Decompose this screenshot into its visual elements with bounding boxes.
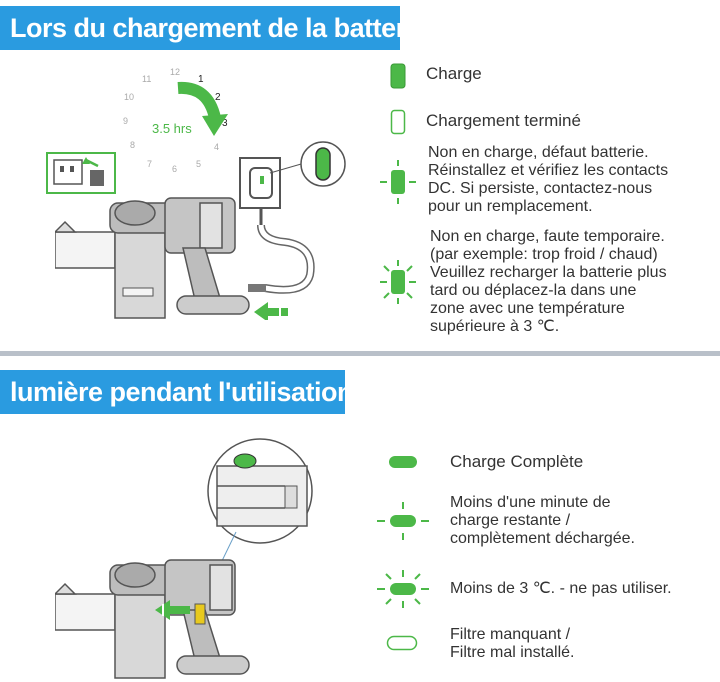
vacuum-illustration-charging	[55, 197, 250, 319]
clock-number: 3	[222, 118, 228, 129]
rapid-flashing-bar-icon	[378, 258, 418, 311]
section-separator	[0, 351, 720, 356]
battery-zoom-illustration	[207, 438, 313, 544]
legend-text: Moins d'une minute de charge restante / …	[450, 494, 635, 547]
solid-bar-icon	[390, 63, 406, 94]
legend-text: Charge	[426, 64, 482, 83]
clock-number: 9	[123, 116, 128, 126]
legend-text: Moins de 3 ℃. - ne pas utiliser.	[450, 580, 672, 597]
clock-number: 1	[198, 74, 204, 85]
clock-number: 5	[196, 159, 201, 169]
legend-text: Non en charge, défaut batterie. Réinstal…	[428, 144, 669, 215]
solid-pill-icon	[388, 454, 418, 475]
usage-section-title: lumière pendant l'utilisation	[0, 370, 353, 414]
outline-bar-icon	[390, 109, 406, 140]
legend-text: Chargement terminé	[426, 111, 581, 130]
wall-socket-illustration	[46, 152, 116, 194]
clock-number: 8	[130, 140, 135, 150]
clock-arrow-icon	[177, 81, 221, 120]
legend-text: Non en charge, faute temporaire. (par ex…	[430, 228, 667, 335]
clock-number: 11	[142, 74, 151, 84]
clock-number: 7	[147, 159, 152, 169]
charging-section-title: Lors du chargement de la batterie	[0, 6, 428, 50]
flashing-bar-icon	[378, 158, 418, 211]
clock-number: 4	[214, 142, 219, 152]
flashing-pill-icon	[376, 500, 430, 547]
legend-text: Charge Complète	[450, 452, 584, 471]
clock-number: 2	[215, 92, 221, 103]
charge-duration-label: 3.5 hrs	[152, 121, 192, 136]
vacuum-illustration-usage	[55, 559, 250, 679]
charge-time-clock: 12 1 2 3 4 5 6 7 8 9 10 11 3.5 hrs	[123, 67, 228, 174]
clock-number: 12	[170, 67, 180, 77]
charger-illustration	[239, 141, 346, 320]
outline-pill-icon	[386, 634, 418, 657]
clock-number: 10	[124, 92, 134, 102]
legend-text: Filtre manquant / Filtre mal installé.	[450, 626, 575, 661]
clock-number: 6	[172, 164, 177, 174]
rapid-flashing-pill-icon	[376, 568, 430, 615]
